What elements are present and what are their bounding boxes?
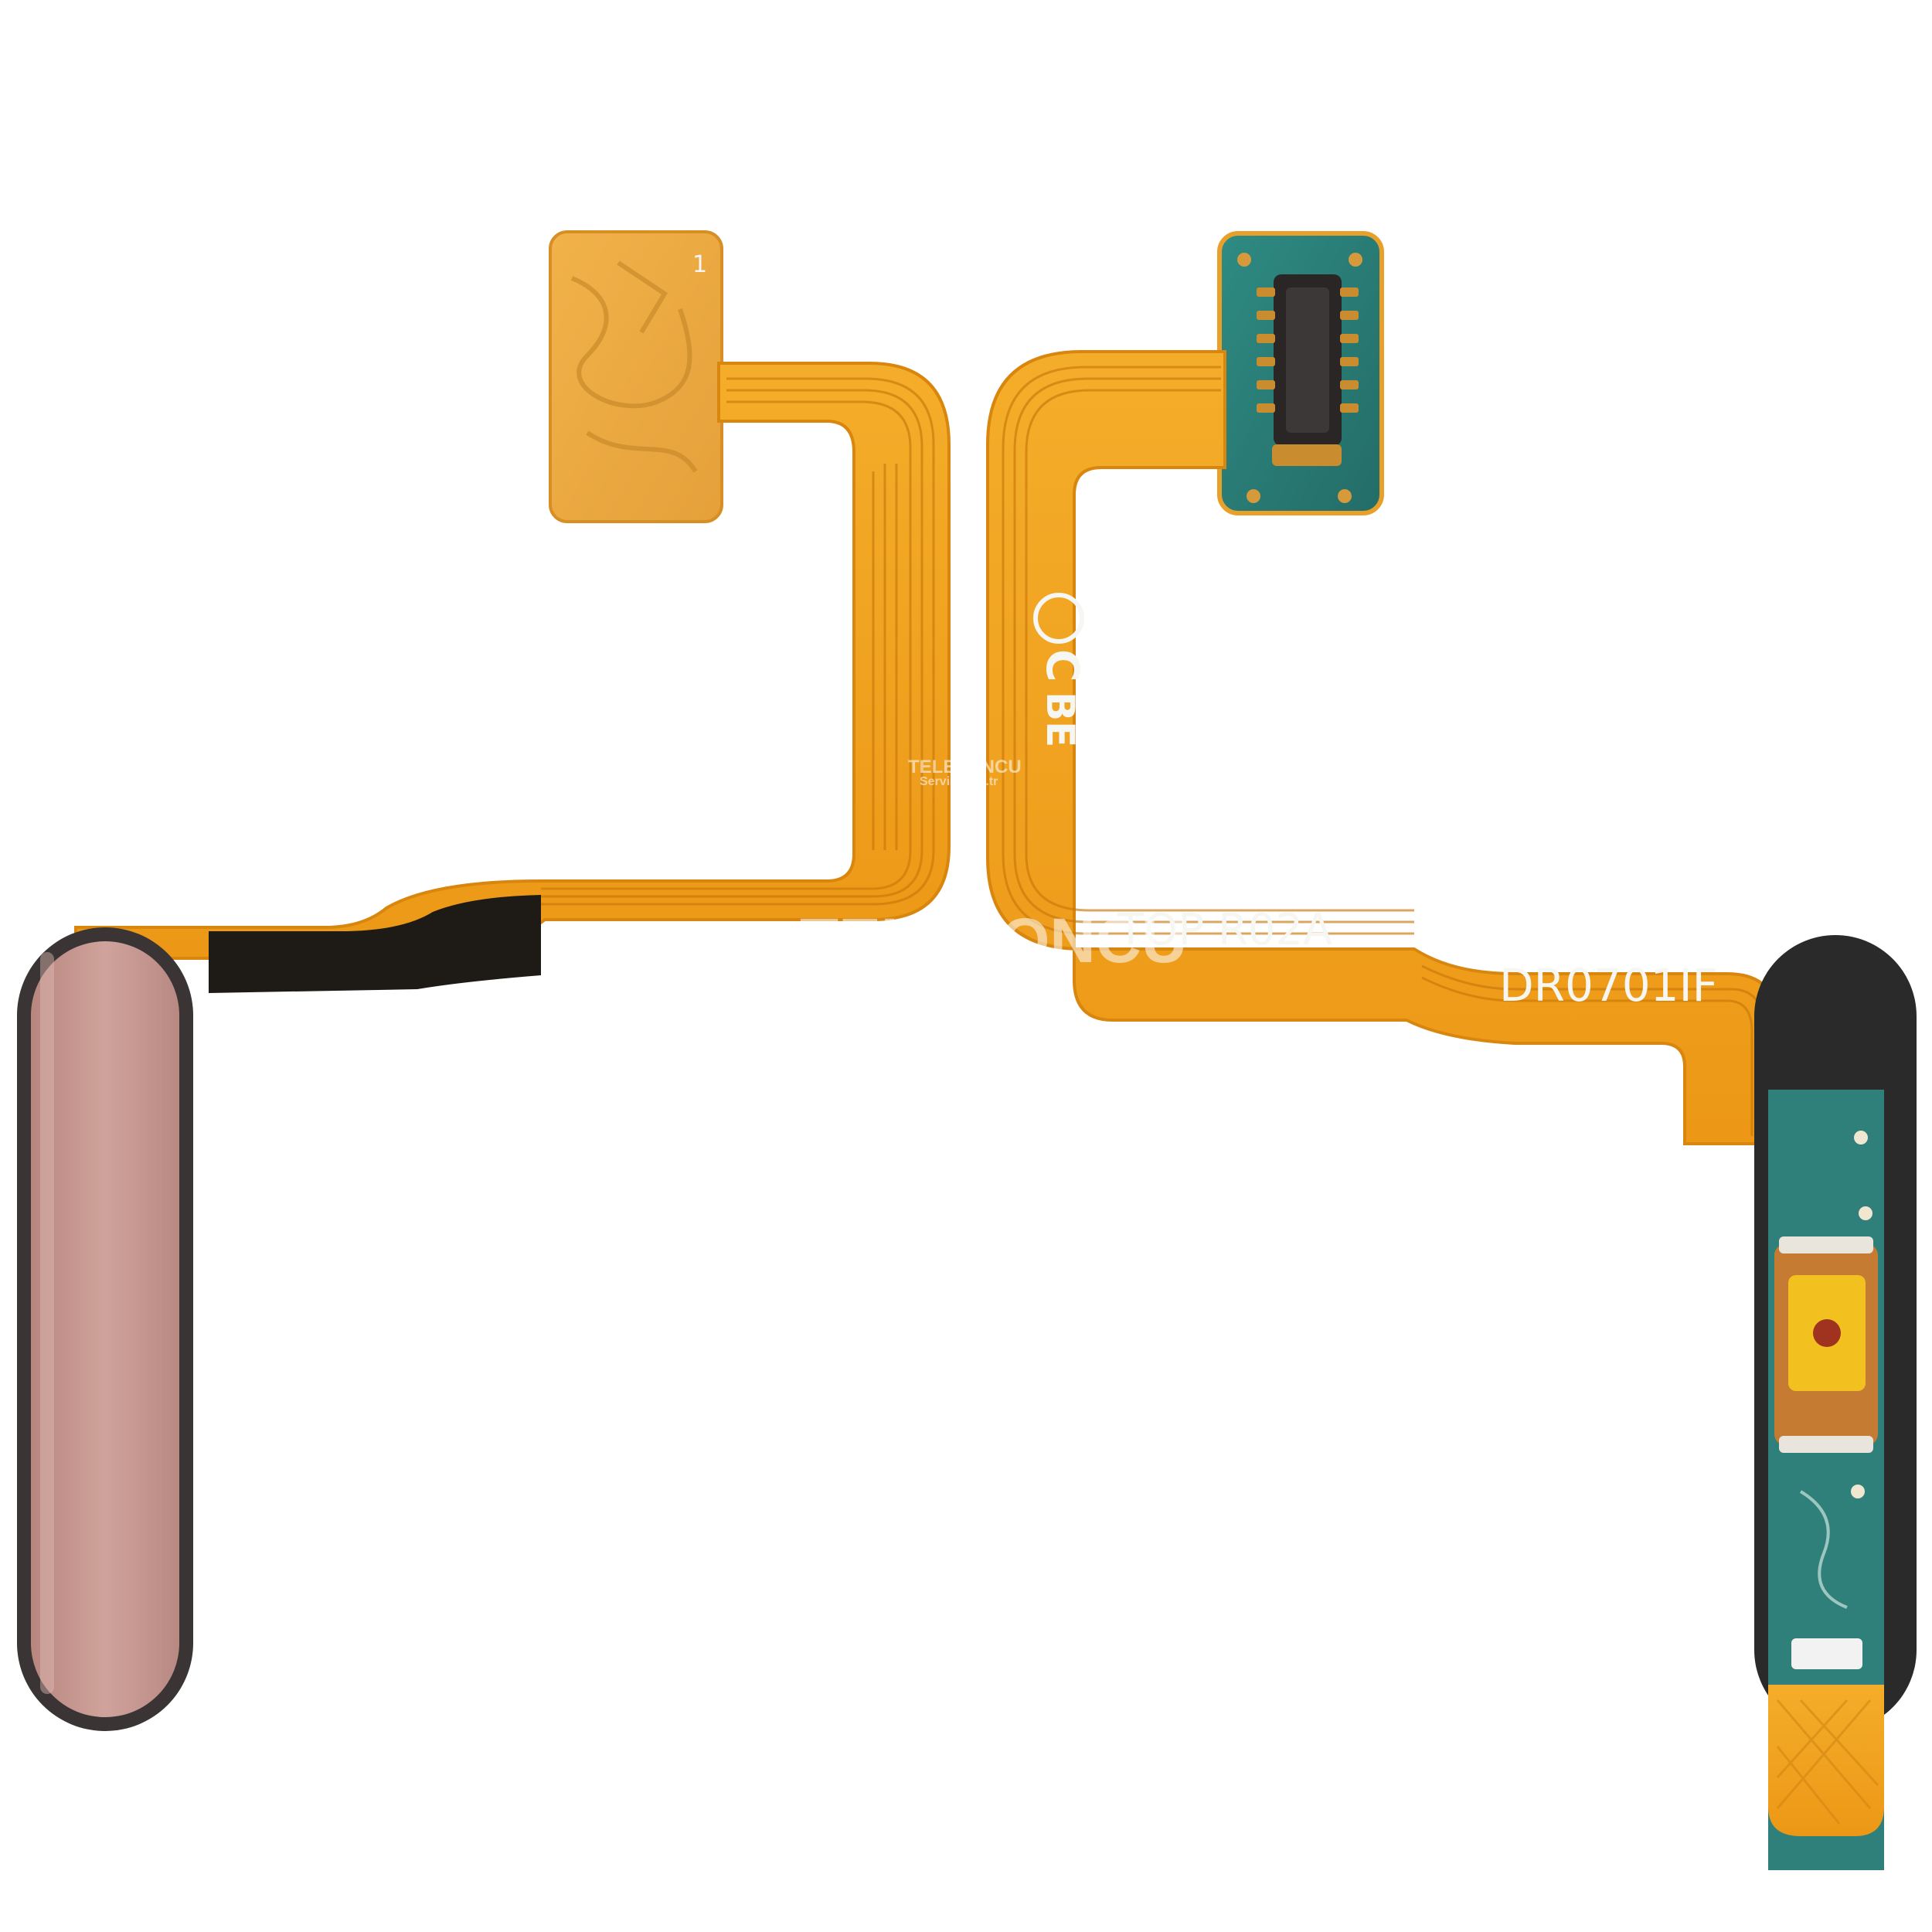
right-tail-mesh	[1776, 1699, 1879, 1825]
ce-mark-icon: C BE	[1033, 593, 1089, 747]
pcb-via	[1859, 1206, 1872, 1220]
pcb-label	[1791, 1638, 1862, 1669]
fingerprint-button-icon	[17, 927, 193, 1731]
svg-text:C: C	[1036, 649, 1089, 682]
left-pad-traces	[570, 260, 698, 473]
svg-text:Servis.com.tr: Servis.com.tr	[920, 775, 998, 788]
left-flex-cable: 1	[17, 230, 951, 1731]
right-flex-tail	[1768, 1685, 1884, 1836]
board-connector-icon	[1237, 253, 1362, 503]
marking-part-number: DR0701IF	[1499, 959, 1718, 1012]
pcb-via	[1854, 1131, 1868, 1145]
left-flex-body	[74, 362, 951, 960]
left-flex-traces	[541, 377, 935, 906]
svg-text:Servis.com.tr: Servis.com.tr	[819, 967, 1035, 1005]
pcb-via	[1851, 1485, 1865, 1498]
svg-text:TELEFONCU: TELEFONCU	[908, 757, 1022, 777]
pcb-trace	[1799, 1490, 1848, 1609]
right-flex-traces	[1002, 366, 1765, 1136]
right-flex-cable: C BE TOP R02A DR0701IF	[986, 231, 1917, 1870]
marking-top-r02a: TOP R02A	[1117, 905, 1332, 955]
tactile-switch-icon	[1774, 1236, 1878, 1453]
left-black-stiffener	[209, 895, 541, 993]
watermark: TELEFONCU Servis.com.tr TELEFONCU Servis…	[800, 757, 1187, 1005]
svg-text:BE: BE	[1038, 692, 1083, 747]
svg-text:TELEFONCU: TELEFONCU	[800, 906, 1187, 976]
pin1-marker: 1	[692, 251, 707, 278]
